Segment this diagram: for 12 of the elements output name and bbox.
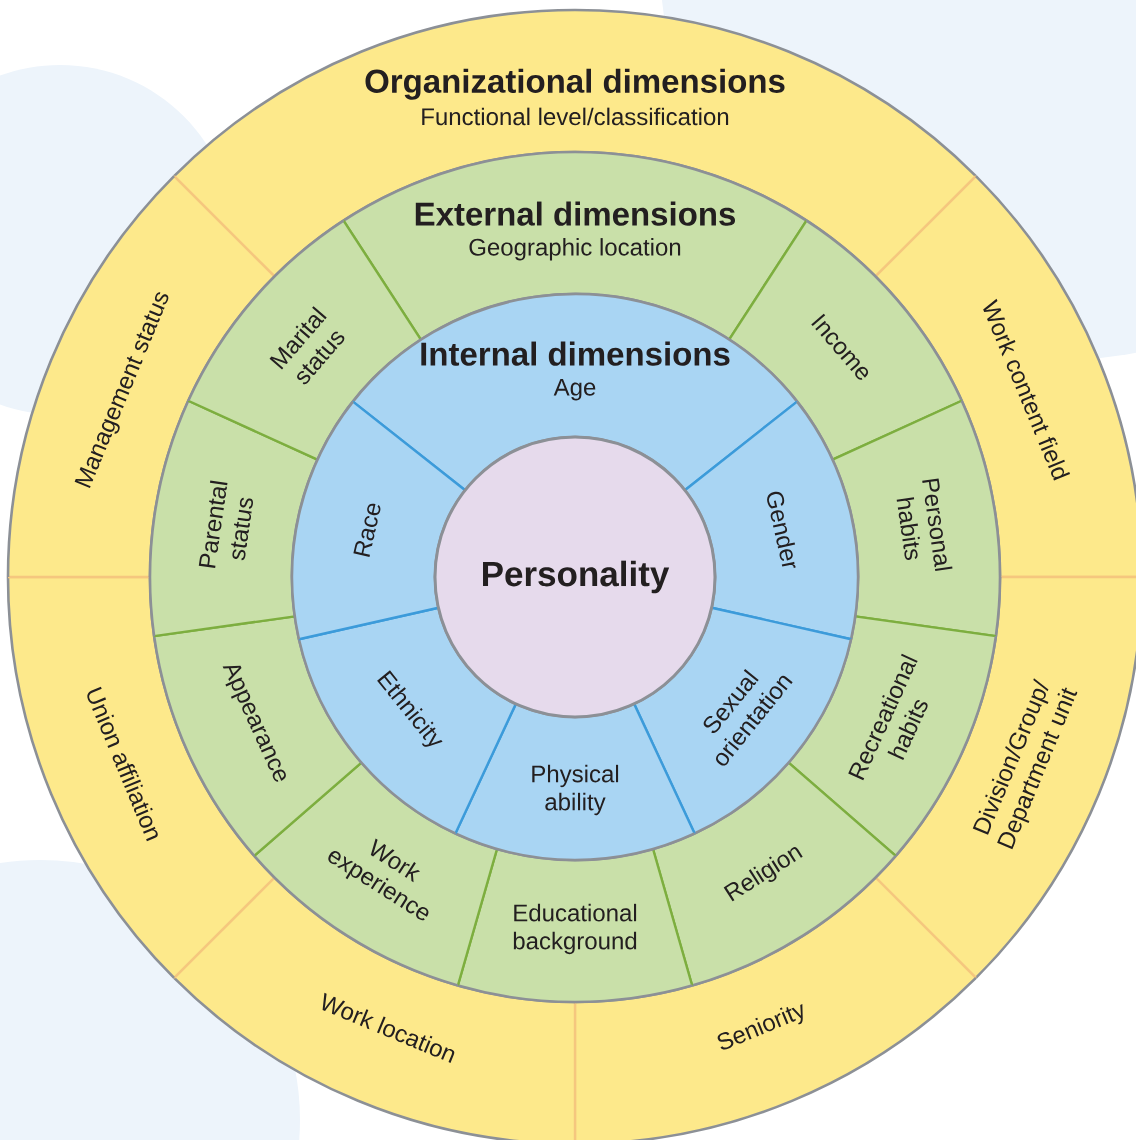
node-label: Parental status (198, 480, 254, 568)
ring-segment: Educational background (456, 847, 694, 1004)
node-label: Race (353, 503, 381, 558)
ring-segment: Parental status (148, 399, 319, 638)
ring-segment: Physical ability (454, 702, 696, 862)
ring-segment: Personal habits (831, 399, 1002, 638)
node-label: Gender (767, 491, 796, 568)
ring-segment: Gender (683, 400, 860, 641)
node-label: Physical ability (532, 764, 619, 816)
ring-segment: Race (290, 400, 467, 641)
node-label: Geographic location (469, 238, 681, 261)
node-label: Personal habits (896, 478, 953, 571)
